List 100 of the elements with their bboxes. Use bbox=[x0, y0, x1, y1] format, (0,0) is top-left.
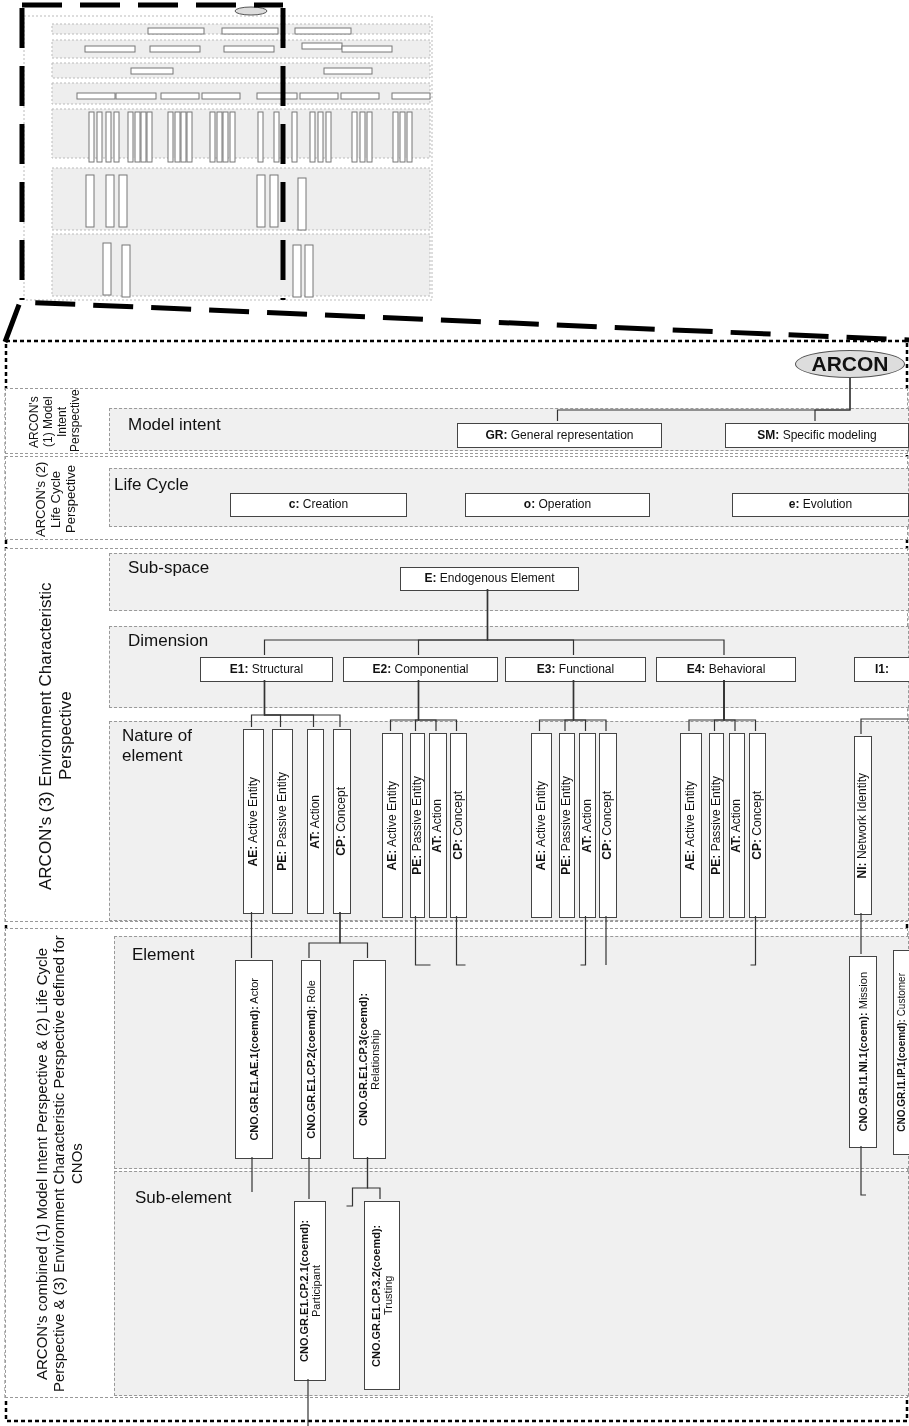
box-label: CNO.GR.E1.CP.2.1(coemd): Participant bbox=[297, 1218, 323, 1365]
layer-heading: Life Cycle bbox=[114, 475, 189, 495]
box-label: AT: Action bbox=[308, 794, 323, 849]
element-box bbox=[749, 733, 766, 918]
element-box bbox=[429, 733, 447, 918]
perspective-label: ARCON's (3) Environment Characteristic Perspective bbox=[36, 581, 76, 892]
box-label: AE: Active Entity bbox=[684, 780, 698, 871]
box-label: CNO.GR.I1.IP.1(coemd): Customer bbox=[896, 973, 907, 1132]
layer-band bbox=[109, 553, 909, 611]
layer-band bbox=[114, 1171, 909, 1396]
connector-line bbox=[250, 911, 253, 959]
root-ellipse: ARCON bbox=[795, 350, 905, 378]
element-box bbox=[301, 960, 321, 1159]
box-label: AE: Active Entity bbox=[534, 780, 549, 871]
box-label: CNO.GR.E1.CP.3(coemd): Relationship bbox=[357, 991, 382, 1129]
element-box bbox=[272, 729, 293, 914]
box-label: CNO.GR.E1.CP.2(coemd): Role bbox=[304, 980, 318, 1139]
layer-band bbox=[109, 468, 909, 527]
box-label: PE: Passive Entity bbox=[275, 772, 290, 871]
category-box: e: Evolution bbox=[732, 493, 909, 517]
box-label: NI: Network Identity bbox=[856, 772, 870, 879]
box-label: AE: Active Entity bbox=[246, 776, 261, 867]
connector-line bbox=[414, 915, 432, 966]
connector-line bbox=[572, 679, 607, 732]
box-label: AT: Action bbox=[580, 798, 595, 853]
connector-line bbox=[345, 1156, 369, 1207]
perspective-label: ARCON's (2) Life Cycle Perspective bbox=[33, 460, 79, 538]
element-box bbox=[364, 1201, 400, 1390]
element-box bbox=[307, 729, 324, 914]
connector-line bbox=[339, 911, 369, 959]
connector-line bbox=[860, 912, 862, 955]
element-box bbox=[599, 733, 617, 918]
box-label: PE: Passive Entity bbox=[560, 776, 574, 875]
element-box bbox=[854, 736, 872, 915]
connector-line bbox=[308, 1156, 310, 1200]
element-box bbox=[559, 733, 575, 918]
connector-line bbox=[263, 679, 341, 728]
connector-line bbox=[417, 679, 458, 732]
perspective-label: ARCON's combined (1) Model Intent Perspective & (2) Life Cycle Perspective & (3) Environment Characteristic Perspective defined for CNOs bbox=[33, 934, 85, 1395]
connector-line bbox=[814, 377, 851, 422]
element-box bbox=[382, 733, 403, 918]
category-box: o: Operation bbox=[465, 493, 650, 517]
element-box bbox=[579, 733, 596, 918]
perspective-band bbox=[5, 456, 908, 540]
layer-band bbox=[109, 626, 909, 708]
category-box: E3: Functional bbox=[505, 657, 646, 682]
element-box bbox=[450, 733, 467, 918]
category-box: SM: Specific modeling bbox=[725, 423, 909, 448]
element-box bbox=[709, 733, 724, 918]
layer-band bbox=[114, 936, 909, 1169]
layer-heading: Model intent bbox=[128, 415, 221, 435]
box-label: PE: Passive Entity bbox=[709, 776, 724, 875]
connector-line bbox=[579, 915, 587, 966]
element-box bbox=[729, 733, 745, 918]
element-box bbox=[294, 1201, 326, 1381]
layer-heading: Sub-element bbox=[135, 1188, 232, 1208]
element-box bbox=[849, 956, 877, 1148]
connector-line bbox=[605, 915, 607, 966]
layer-band bbox=[109, 408, 909, 451]
box-label: CNO.GR.E1.CP.3.2(coemd): Trusting bbox=[369, 1223, 395, 1369]
layer-heading: Nature of element bbox=[122, 726, 193, 766]
category-box: c: Creation bbox=[230, 493, 407, 517]
element-box bbox=[235, 960, 273, 1159]
box-label: AE: Active Entity bbox=[385, 780, 400, 871]
element-box bbox=[680, 733, 702, 918]
box-label: CNO.GR.E1.AE.1(coemd): Actor bbox=[247, 978, 261, 1141]
connector-line bbox=[251, 1156, 253, 1193]
connector-line bbox=[486, 588, 725, 656]
category-box: E2: Componential bbox=[343, 657, 498, 682]
box-label: CP: Concept bbox=[451, 791, 466, 860]
box-label: CP: Concept bbox=[750, 791, 765, 860]
box-label: AT: Action bbox=[431, 798, 445, 853]
perspective-band bbox=[5, 928, 908, 1398]
element-box bbox=[410, 733, 425, 918]
perspective-band bbox=[5, 548, 908, 922]
box-label: CP: Concept bbox=[335, 787, 349, 856]
layer-heading: Dimension bbox=[128, 631, 209, 651]
layer-heading: Element bbox=[132, 945, 195, 965]
connector-line bbox=[455, 915, 467, 966]
category-box: I1: bbox=[854, 657, 909, 682]
layer-band bbox=[109, 721, 909, 921]
element-box bbox=[893, 950, 909, 1155]
category-box: E4: Behavioral bbox=[656, 657, 796, 682]
connector-line bbox=[860, 1145, 867, 1196]
layer-heading: Sub-space bbox=[128, 558, 210, 578]
category-box: GR: General representation bbox=[457, 423, 662, 448]
element-box bbox=[333, 729, 351, 914]
element-box bbox=[243, 729, 264, 914]
connector-line bbox=[860, 718, 909, 735]
element-box bbox=[353, 960, 386, 1159]
connector-line bbox=[723, 679, 757, 732]
connector-line bbox=[749, 915, 757, 966]
element-box bbox=[531, 733, 552, 918]
connector-line bbox=[307, 1378, 309, 1426]
perspective-band bbox=[5, 388, 908, 454]
box-label: CP: Concept bbox=[601, 791, 615, 860]
category-box: E1: Structural bbox=[200, 657, 333, 682]
category-box: E: Endogenous Element bbox=[400, 567, 579, 591]
box-label: PE: Passive Entity bbox=[410, 776, 425, 875]
box-label: AT: Action bbox=[730, 798, 744, 853]
